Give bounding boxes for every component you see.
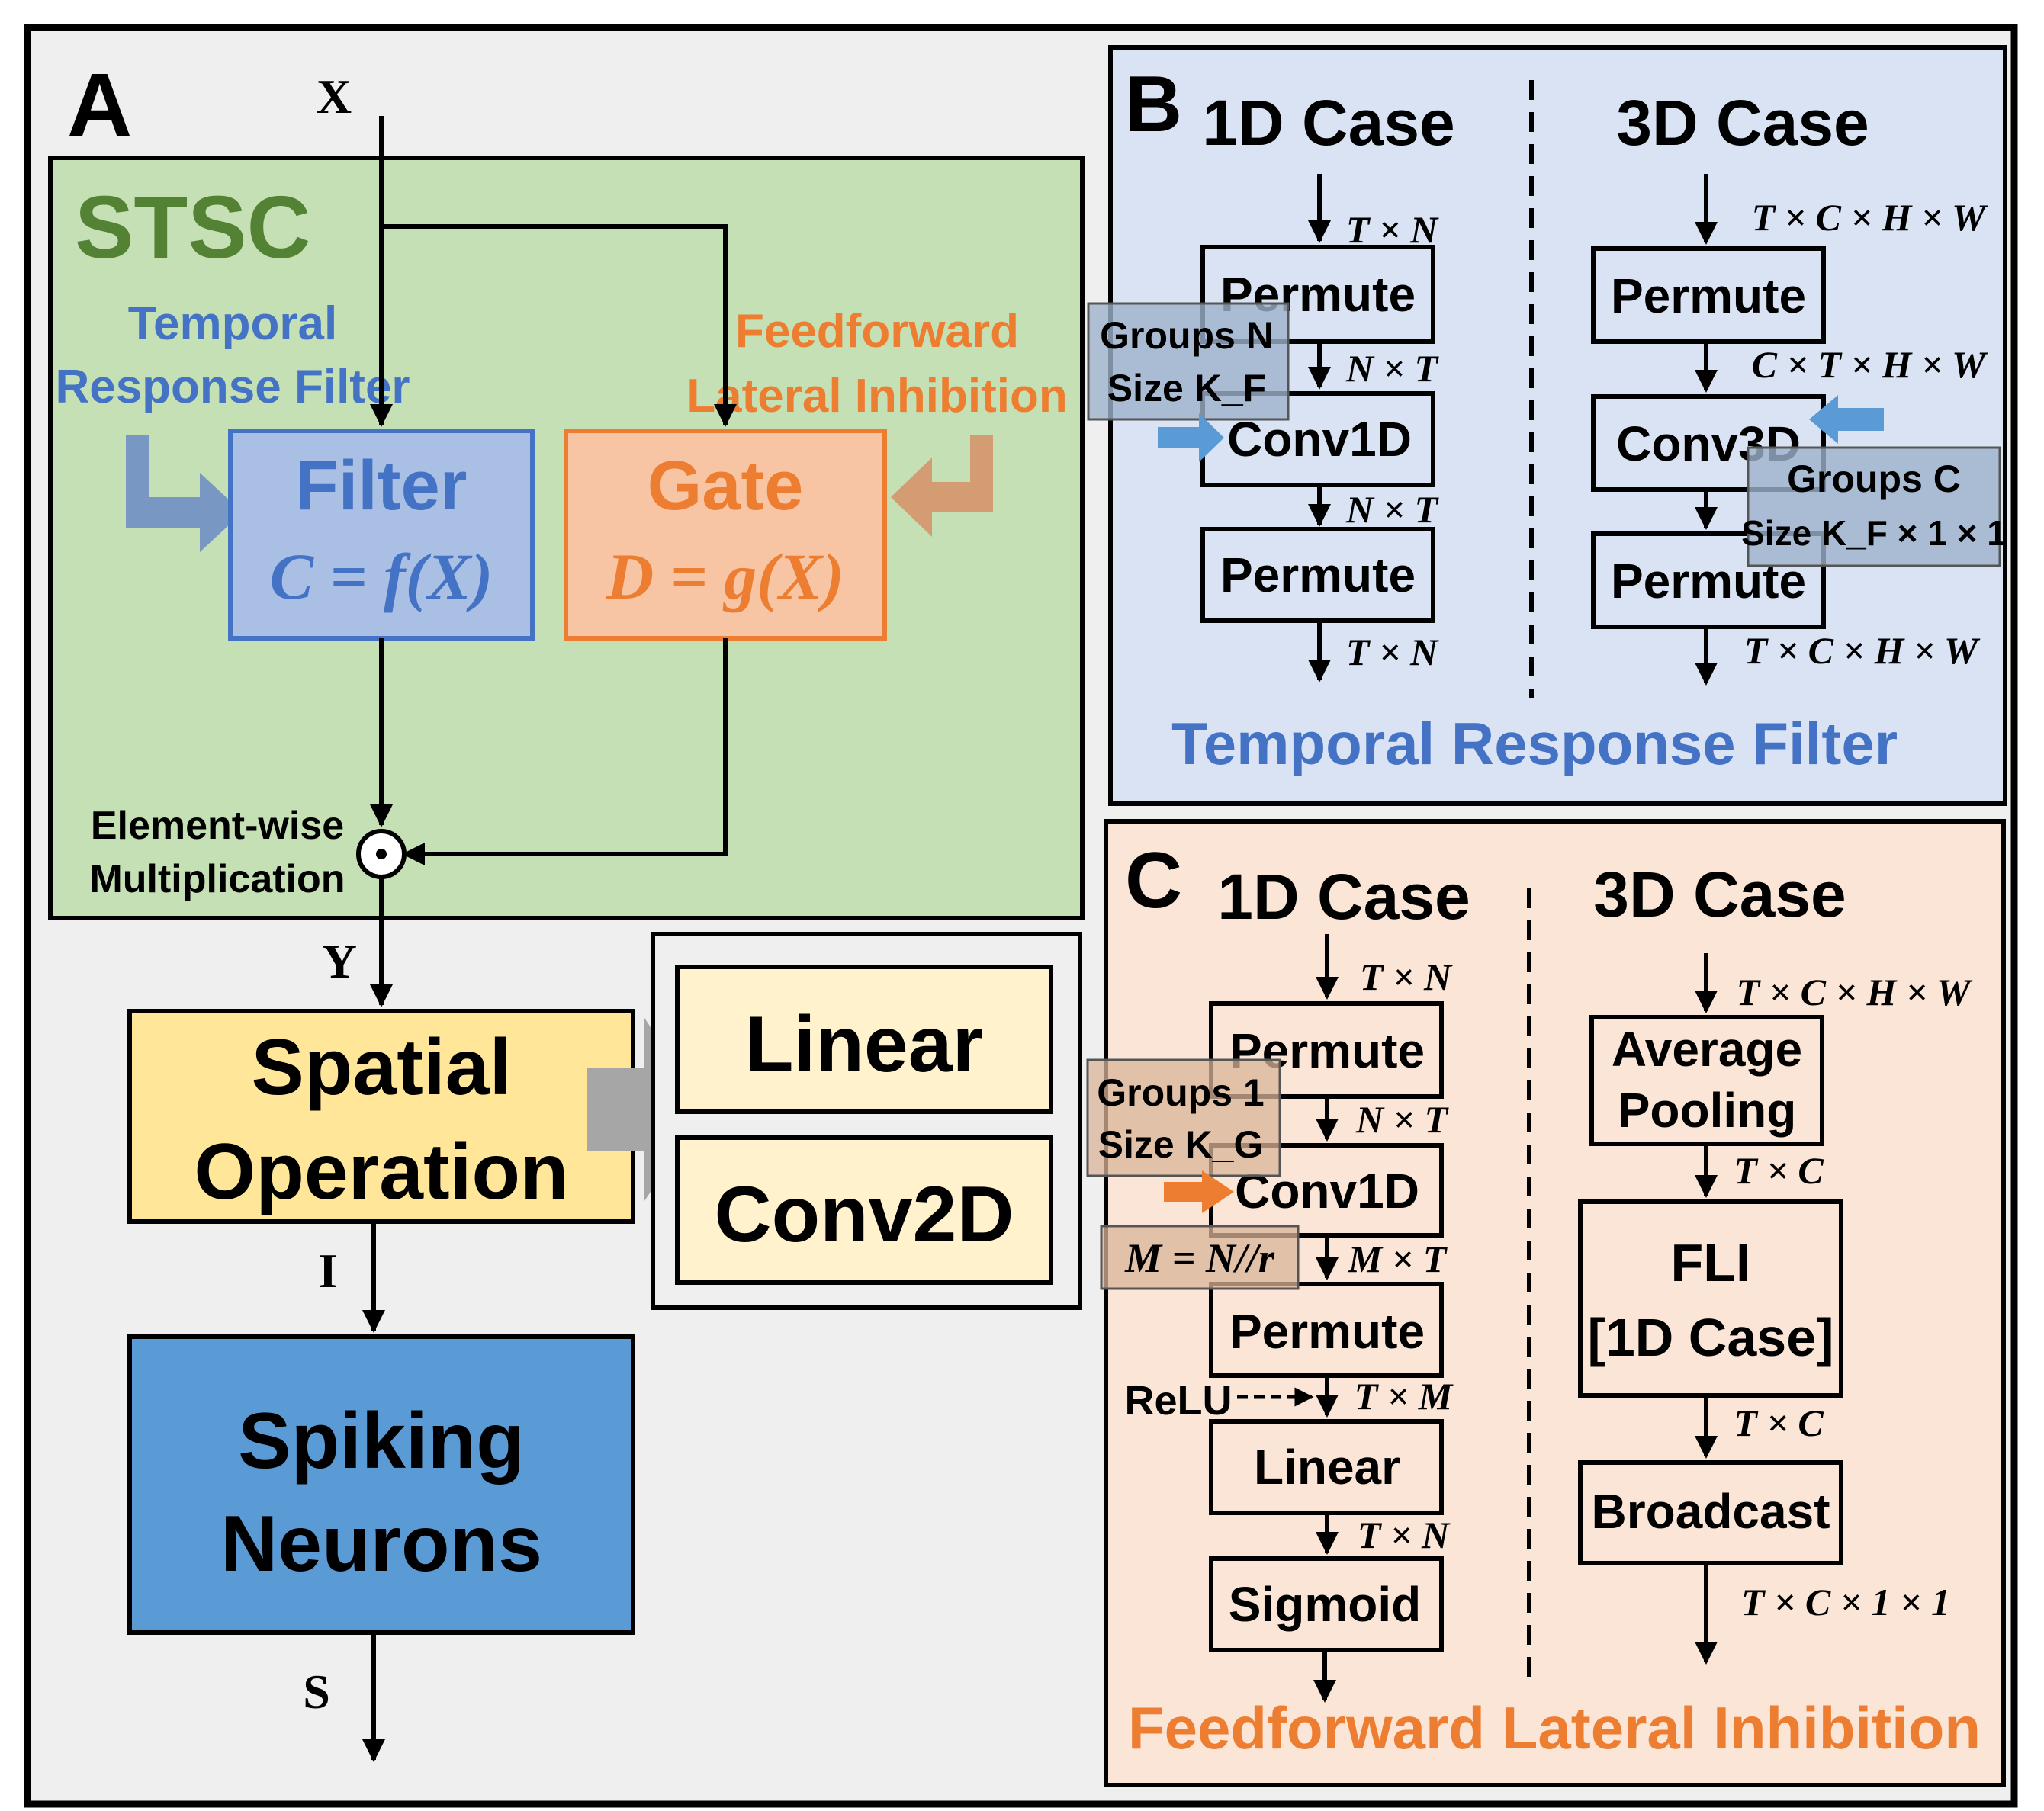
c1d-groups-arrow-icon [1164, 1170, 1234, 1213]
i-label: I [319, 1244, 338, 1298]
c3d-avgpool-line2: Pooling [1618, 1083, 1797, 1138]
b1d-permute-2: Permute [1220, 547, 1416, 602]
c1d-dim-nt: N × T [1355, 1098, 1450, 1141]
spiking-line2: Neurons [220, 1500, 542, 1588]
c3d-fli-line2: [1D Case] [1588, 1308, 1834, 1367]
c1d-dim-in: T × N [1360, 955, 1453, 998]
fli-label-line1: Feedforward [735, 305, 1019, 358]
linear-option-box [675, 965, 1053, 1114]
c1d-m-formula: M = N//r [1124, 1235, 1275, 1281]
c1d-dim-mt: M × T [1348, 1238, 1448, 1280]
panel-a-letter: A [67, 55, 132, 156]
b3d-groups-line1: Groups C [1787, 458, 1961, 500]
b1d-groups-line2: Size K_F [1107, 367, 1266, 409]
conv2d-option-label: Conv2D [715, 1170, 1014, 1259]
b3d-groups-overlay [1747, 446, 2001, 567]
b1d-groups-line1: Groups N [1100, 314, 1274, 357]
stsc-label: STSC [75, 178, 310, 277]
filter-formula: C = f(X) [270, 540, 493, 613]
c3d-dim-out: T × C × 1 × 1 [1741, 1581, 1950, 1623]
b1d-dim-nt-1: N × T [1345, 347, 1440, 390]
b1d-groups-overlay [1087, 302, 1290, 421]
b3d-groups-arrow-icon [1809, 395, 1884, 444]
c3d-dim-tc-1: T × C [1734, 1149, 1824, 1192]
spiking-neurons-box [127, 1334, 635, 1635]
fli-label-line2: Lateral Inhibition [686, 370, 1067, 422]
fli-bent-arrow-icon [891, 435, 993, 537]
spatial-line1: Spatial [252, 1023, 512, 1112]
b3d-dim-out: T × C × H × W [1744, 629, 1981, 672]
spiking-line1: Spiking [238, 1397, 525, 1485]
spatial-line2: Operation [194, 1128, 568, 1216]
panel-b-footer: Temporal Response Filter [1171, 710, 1898, 777]
b3d-dim-cthw: C × T × H × W [1752, 343, 1988, 386]
b1d-dim-nt-2: N × T [1345, 488, 1440, 531]
c1d-groups-overlay [1086, 1058, 1281, 1177]
panel-b-letter: B [1125, 60, 1182, 149]
panel-b-1d-title: 1D Case [1202, 87, 1455, 159]
c3d-broadcast: Broadcast [1592, 1484, 1830, 1539]
b1d-dim-out: T × N [1346, 631, 1439, 673]
c1d-groups-line2: Size K_G [1098, 1123, 1264, 1166]
c1d-linear: Linear [1254, 1440, 1400, 1495]
panel-c-letter: C [1125, 836, 1182, 925]
c1d-m-formula-overlay [1100, 1225, 1300, 1290]
c3d-fli-line1: FLI [1671, 1233, 1751, 1292]
c1d-relu-label: ReLU [1124, 1378, 1232, 1424]
c1d-groups-line1: Groups 1 [1097, 1071, 1264, 1114]
panel-c-footer: Feedforward Lateral Inhibition [1128, 1694, 1981, 1761]
b1d-conv1d: Conv1D [1227, 412, 1412, 467]
trf-bent-arrow-icon [126, 435, 243, 552]
s-label: S [303, 1665, 330, 1719]
mult-label-line1: Element-wise [91, 804, 344, 848]
b3d-permute-1: Permute [1611, 268, 1806, 323]
trf-label-line2: Response Filter [55, 361, 410, 413]
filter-title: Filter [296, 447, 468, 525]
mult-label-line2: Multiplication [89, 857, 345, 901]
c1d-permute-2: Permute [1229, 1304, 1425, 1359]
c3d-fli-box [1578, 1199, 1843, 1398]
conv2d-option-box [675, 1135, 1053, 1285]
filter-box [228, 429, 535, 641]
c3d-broadcast-box [1578, 1460, 1843, 1565]
spatial-options-arrow-icon [587, 1018, 705, 1201]
c1d-sigmoid: Sigmoid [1229, 1577, 1421, 1632]
c1d-dim-tm: T × M [1355, 1375, 1454, 1418]
b1d-groups-arrow-icon [1158, 413, 1224, 462]
panel-c-box [1104, 819, 2006, 1787]
gate-formula: D = g(X) [606, 540, 844, 613]
arrow-x-to-gate [381, 224, 737, 427]
c3d-avgpool-line1: Average [1612, 1022, 1802, 1077]
trf-label-line1: Temporal [128, 297, 337, 350]
panel-b-3d-title: 3D Case [1616, 87, 1869, 159]
gate-box [564, 429, 887, 641]
mult-dot [376, 849, 387, 859]
y-label: Y [322, 934, 357, 988]
c3d-dim-tc-2: T × C [1734, 1402, 1824, 1444]
b3d-dim-in: T × C × H × W [1752, 196, 1988, 239]
c1d-dim-tn: T × N [1358, 1514, 1451, 1556]
b3d-groups-line2: Size K_F × 1 × 1 [1741, 513, 2007, 553]
panel-c-1d-title: 1D Case [1217, 861, 1470, 933]
linear-option-label: Linear [745, 1000, 983, 1089]
c3d-dim-in: T × C × H × W [1737, 971, 1973, 1013]
b1d-dim-in: T × N [1346, 208, 1439, 251]
gate-title: Gate [648, 447, 804, 525]
panel-c-3d-title: 3D Case [1593, 859, 1846, 930]
input-x-label: X [317, 69, 352, 124]
arrow-gate-to-mult [402, 638, 728, 865]
